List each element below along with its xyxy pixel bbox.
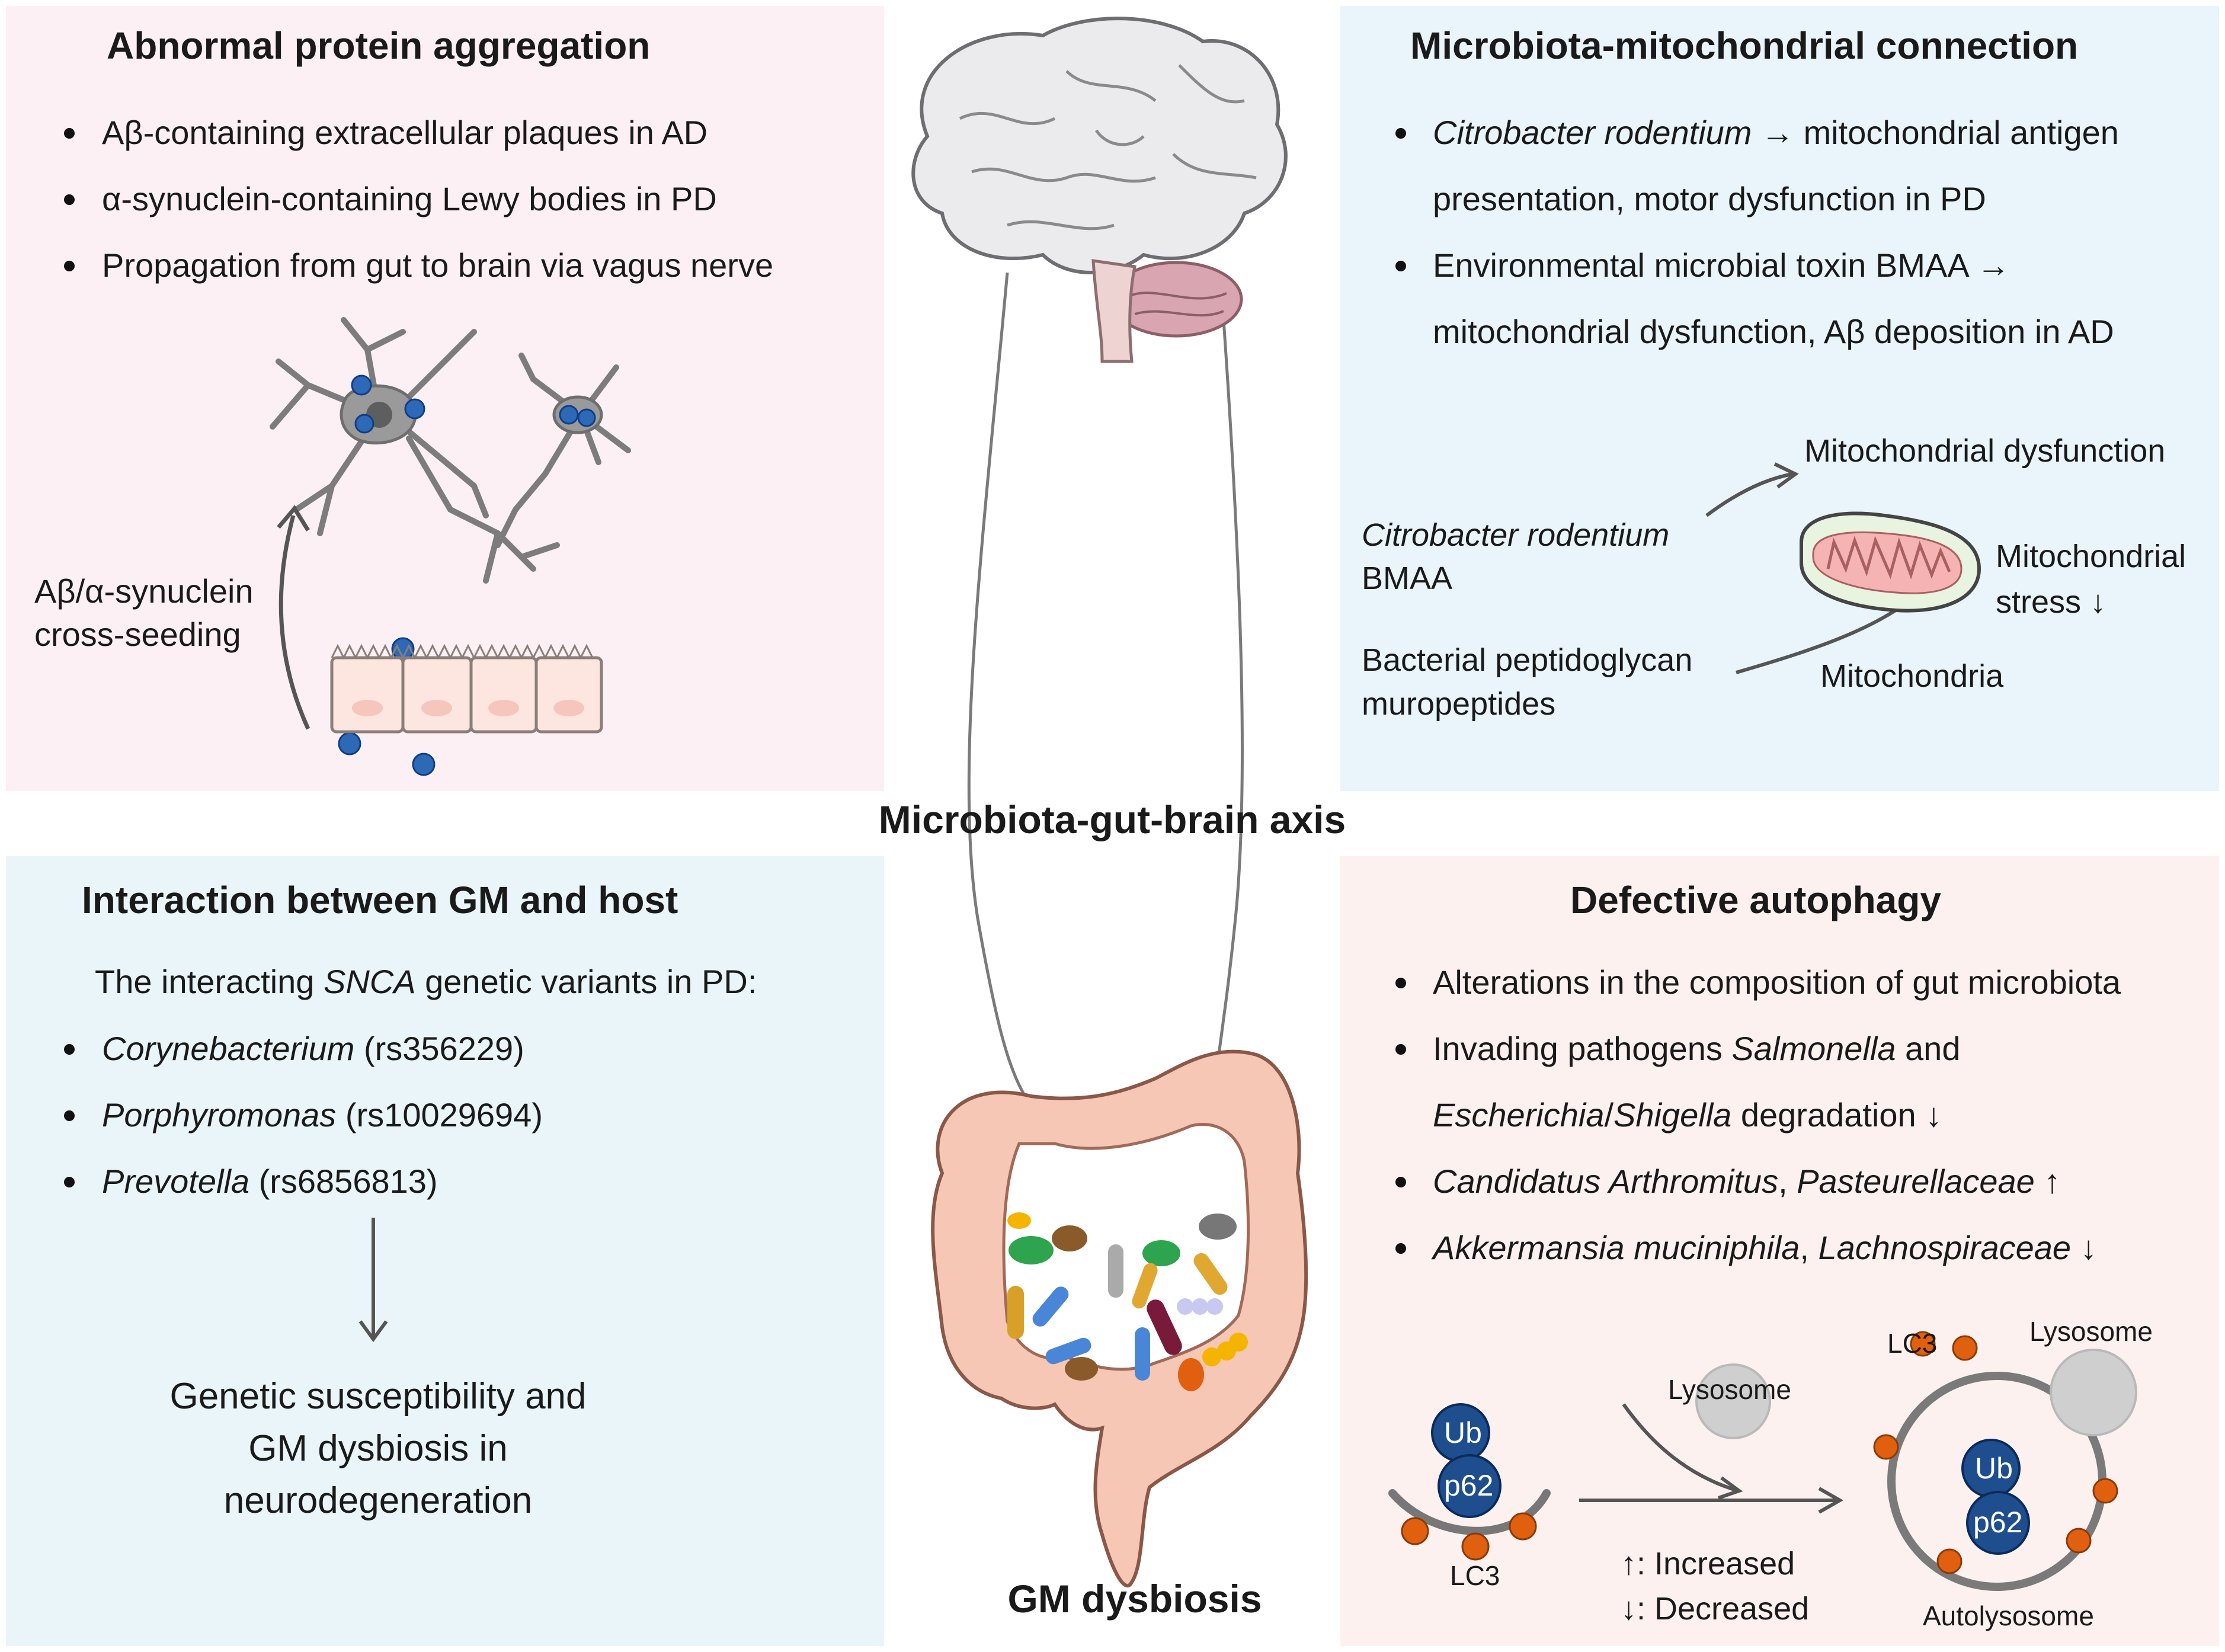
gm-intro: The interacting SNCA genetic variants in… [95,963,757,1000]
protein-title: Abnormal protein aggregation [107,24,651,67]
phagophore-membrane [1388,1489,1551,1535]
mitochondria-label: Mitochondria [1820,658,2004,694]
protein-bullet-1: Aβ-containing extracellular plaques in A… [102,114,708,151]
bullet [1395,1243,1406,1254]
vagus-nerve-left [967,272,1027,1097]
bullet [64,1044,75,1055]
bullet [1395,1177,1406,1187]
bullet [1395,1044,1406,1055]
lysosome-icon [1695,1363,1771,1439]
panel-gm-host-interaction [6,856,884,1646]
up-arrow-icon [278,515,310,730]
mitochondrion-icon [1800,511,1981,613]
lc3-label-right: LC3 [1887,1328,1938,1359]
lysosome-label-left: Lysosome [1668,1374,1791,1405]
cross-seeding-label-1: Aβ/α-synuclein [34,572,254,610]
lc3-label-left: LC3 [1450,1560,1500,1591]
mito-stress-label-1: Mitochondrial [1996,539,2186,574]
down-arrow-icon [358,1218,388,1343]
mito-bullet-1-line-1: Citrobacter rodentium → mitochondrial an… [1433,114,2119,151]
gm-item-1: Corynebacterium (rs356229) [102,1030,524,1067]
bullet [64,261,75,271]
arrow-to-dysfunction-icon [1705,472,1793,517]
bullet [1395,128,1406,139]
protein-bullet-2: α-synuclein-containing Lewy bodies in PD [102,180,717,217]
bmaa-label: BMAA [1362,561,1453,596]
gm-result-line-3: neurodegeneration [223,1480,533,1521]
legend-decreased: ↓: Decreased [1621,1591,1810,1627]
auto-bullet-3: Candidatus Arthromitus, Pasteurellaceae … [1433,1163,2061,1200]
gm-item-2: Porphyromonas (rs10029694) [102,1096,543,1134]
bullet [64,128,75,139]
p62-label-left: p62 [1444,1469,1494,1502]
peptidoglycan-label-2: muropeptides [1362,686,1556,722]
ub-label-right: Ub [1975,1452,2013,1485]
mitochondria-diagram [1705,462,1981,674]
bullet [1395,978,1406,988]
gm-item-3: Prevotella (rs6856813) [102,1163,438,1200]
gm-title: Interaction between GM and host [82,879,678,921]
cross-seeding-label-2: cross-seeding [34,616,241,653]
mito-bullet-2-line-1: Environmental microbial toxin BMAA → [1433,246,2010,284]
mito-bullet-2-line-2: mitochondrial dysfunction, Aβ deposition… [1433,313,2114,350]
p62-label-right: p62 [1973,1506,2023,1539]
protein-bullet-3: Propagation from gut to brain via vagus … [102,246,774,284]
mito-stress-label-2: stress ↓ [1996,584,2106,620]
legend-increased: ↑: Increased [1621,1546,1795,1581]
axis-title: Microbiota-gut-brain axis [878,798,1346,841]
brain-icon [911,17,1288,363]
gut-icon [931,1049,1308,1587]
gm-dysbiosis-title: GM dysbiosis [1007,1577,1262,1621]
auto-bullet-2-line-1: Invading pathogens Salmonella and [1433,1030,1961,1067]
peptidoglycan-label-1: Bacterial peptidoglycan [1362,642,1693,678]
ub-label-left: Ub [1444,1416,1482,1449]
vagus-nerve-right [1213,319,1244,1091]
panel-defective-autophagy [1340,856,2219,1646]
auto-bullet-1: Alterations in the composition of gut mi… [1433,963,2121,1001]
mito-bullet-1-line-2: presentation, motor dysfunction in PD [1433,180,1986,217]
auto-bullet-2-line-2: Escherichia/Shigella degradation ↓ [1433,1096,1942,1134]
auto-title: Defective autophagy [1570,879,1941,921]
mito-title: Microbiota-mitochondrial connection [1410,24,2079,67]
gm-result-line-2: GM dysbiosis in [248,1428,508,1469]
bullet [64,1177,75,1187]
curved-arrow-icon [1622,1403,1737,1492]
bullet [64,194,75,205]
citrobacter-label: Citrobacter rodentium [1362,517,1670,553]
neuron-gut-illustration [270,317,631,776]
p62-circle [1438,1454,1502,1518]
auto-bullet-4: Akkermansia muciniphila, Lachnospiraceae… [1433,1229,2097,1266]
lysosome-label-right: Lysosome [2029,1316,2153,1347]
mito-dysfunction-label: Mitochondrial dysfunction [1804,433,2166,469]
gm-result-line-1: Genetic susceptibility and [169,1376,587,1417]
bullet [1395,261,1406,271]
autolysosome-label: Autolysosome [1923,1600,2094,1631]
bullet [64,1110,75,1121]
